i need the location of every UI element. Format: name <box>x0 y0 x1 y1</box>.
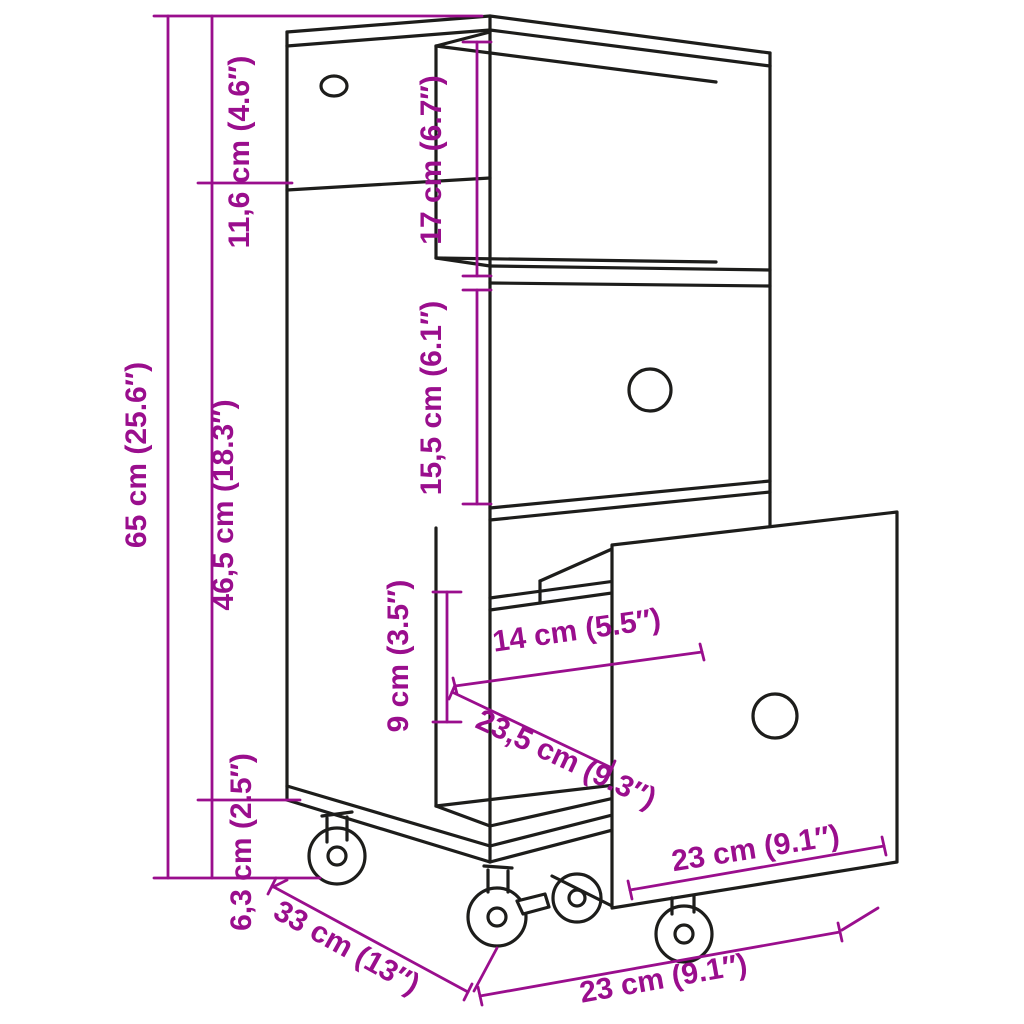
dim-line-total-width <box>478 930 842 998</box>
middle-drawer <box>488 281 772 510</box>
bottom-drawer-pulled-out <box>538 510 899 964</box>
middle-drawer-top-edge <box>488 281 772 288</box>
dim-label-top-compartment: 17 cm (6.7″) <box>415 75 448 244</box>
caster-wheel <box>307 826 367 886</box>
top-panel-underside <box>285 28 772 68</box>
side-panel-hole <box>319 74 349 98</box>
dim-line-total-depth <box>270 884 470 994</box>
dim-label-upper-section: 11,6 cm (4.6″) <box>223 56 256 249</box>
dim-label-caster-height: 6,3 cm (2.5″) <box>225 753 258 931</box>
dim-label-total-width: 23 cm (9.1″) <box>577 948 750 1010</box>
caster-wheel <box>654 904 714 964</box>
caster-brake-lever <box>515 892 551 916</box>
caster-wheel <box>466 886 528 948</box>
caster-wheels <box>307 810 551 948</box>
caster-wheel <box>551 872 603 924</box>
dim-label-total-height: 65 cm (25.6″) <box>120 362 153 548</box>
bottom-left-edge <box>285 798 492 864</box>
dim-label-lower-section: 46,5 cm (18.3″) <box>207 399 240 610</box>
dim-line-inner-width <box>453 650 704 688</box>
dim-label-drawer-height: 15,5 cm (6.1″) <box>415 301 448 495</box>
dim-line-drawer-width <box>628 844 886 892</box>
bottom-drawer-knob <box>751 692 799 740</box>
middle-drawer-knob <box>627 367 673 413</box>
shelf-front-edge <box>488 264 772 272</box>
side-shelf-line <box>285 176 492 192</box>
dim-label-total-depth: 33 cm (13″) <box>268 894 425 1001</box>
middle-drawer-bottom-edge <box>488 479 772 510</box>
dim-line-inner-depth <box>450 690 614 770</box>
dim-label-inner-height: 9 cm (3.5″) <box>382 580 415 733</box>
cabinet-body <box>285 14 772 864</box>
